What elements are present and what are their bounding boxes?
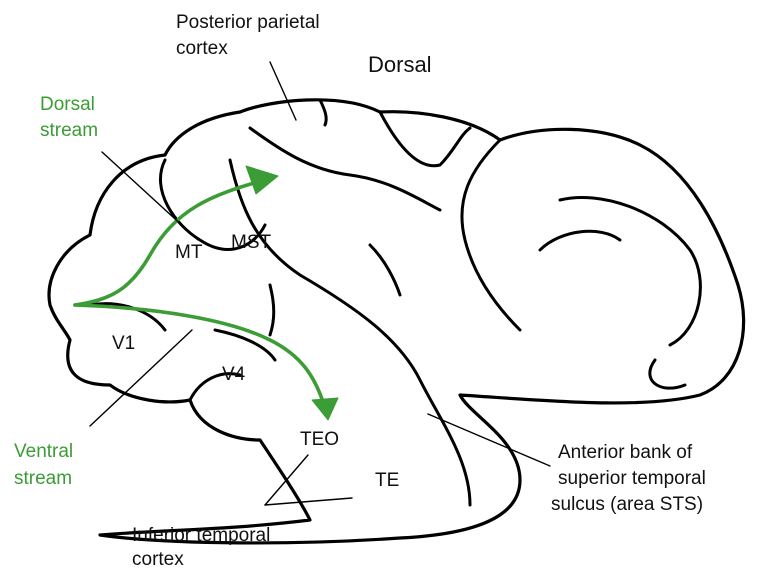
- v4-label: V4: [222, 364, 246, 385]
- leader-inferior-teo: [265, 455, 308, 505]
- sulcus-principal: [560, 197, 700, 345]
- ventral-stream-label-line1: Ventral: [14, 441, 73, 462]
- posterior-parietal-label-line1: Posterior parietal: [176, 12, 320, 33]
- sulcus-frontal-fold: [540, 231, 620, 250]
- leader-dorsal-stream: [102, 152, 198, 240]
- sulcus-arcuate: [462, 140, 520, 330]
- dorsal-stream-arrowhead: [246, 166, 278, 194]
- v1-label: V1: [112, 333, 135, 354]
- dorsal-stream-label-line2: stream: [40, 120, 98, 141]
- mst-label: MST: [231, 232, 272, 253]
- mt-label: MT: [175, 242, 203, 263]
- posterior-parietal-label-line2: cortex: [176, 38, 228, 59]
- sulcus-mst-fold: [370, 245, 400, 295]
- leader-ventral-stream: [90, 330, 192, 426]
- teo-label: TEO: [300, 429, 339, 450]
- anterior-bank-label-line2: superior temporal: [558, 468, 706, 489]
- sulcus-parietal-small: [320, 100, 326, 125]
- dorsal-label: Dorsal: [368, 52, 432, 77]
- inferior-temporal-label-line1: Inferior temporal: [132, 525, 270, 546]
- ventral-stream-arrowhead: [312, 398, 338, 420]
- sulcus-v4: [215, 330, 275, 360]
- sulcus-orbital: [650, 360, 685, 388]
- ventral-stream-arrow: [75, 305, 325, 408]
- leader-inferior-te: [265, 498, 352, 505]
- dorsal-stream-label-line1: Dorsal: [40, 94, 95, 115]
- leader-anterior-bank: [428, 414, 550, 466]
- te-label: TE: [375, 470, 399, 491]
- leader-posterior-parietal: [270, 62, 296, 120]
- sulcus-temporal-lower: [270, 285, 274, 335]
- anterior-bank-label-line3: sulcus (area STS): [551, 494, 703, 515]
- inferior-temporal-label-line2: cortex: [132, 549, 184, 570]
- sulcus-intraparietal: [250, 128, 440, 210]
- anterior-bank-label-line1: Anterior bank of: [558, 442, 693, 463]
- ventral-stream-label-line2: stream: [14, 468, 72, 489]
- sulcus-superior-temporal: [230, 160, 470, 505]
